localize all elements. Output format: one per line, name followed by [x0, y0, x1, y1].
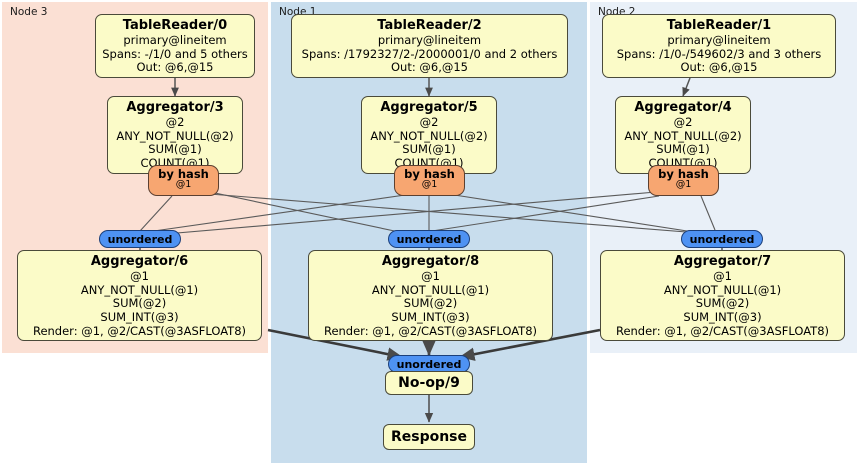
- router-title: by hash: [658, 167, 709, 181]
- processor-agg-1: ANY_NOT_NULL(@2): [370, 128, 488, 143]
- processor-table-reader-0[interactable]: TableReader/0 primary@lineitem Spans: -/…: [95, 14, 255, 78]
- processor-agg-2: SUM(@2): [695, 296, 750, 311]
- processor-title: TableReader/1: [666, 18, 772, 33]
- router-title: by hash: [404, 167, 455, 181]
- processor-group-cols: @1: [421, 269, 440, 284]
- processor-title: Response: [390, 429, 468, 445]
- synchronizer-unordered-node2[interactable]: unordered: [681, 230, 763, 248]
- router-by-hash-node1[interactable]: by hash @1: [394, 165, 465, 196]
- processor-title: TableReader/2: [377, 18, 482, 33]
- synchronizer-unordered-final[interactable]: unordered: [388, 355, 470, 373]
- processor-agg-1: ANY_NOT_NULL(@1): [80, 282, 199, 297]
- processor-aggregator-8[interactable]: Aggregator/8 @1 ANY_NOT_NULL(@1) SUM(@2)…: [308, 250, 553, 341]
- router-title: by hash: [158, 167, 209, 181]
- processor-table-reader-1[interactable]: TableReader/1 primary@lineitem Spans: /1…: [602, 14, 836, 78]
- processor-render: Render: @1, @2/CAST(@3ASFLOAT8): [32, 323, 247, 338]
- processor-title: No-op/9: [398, 375, 460, 391]
- synchronizer-unordered-node1[interactable]: unordered: [388, 230, 470, 248]
- processor-out: Out: @6,@15: [391, 60, 468, 75]
- processor-render: Render: @1, @2/CAST(@3ASFLOAT8): [323, 323, 538, 338]
- processor-group-cols: @2: [673, 115, 693, 130]
- processor-agg-2: SUM(@2): [403, 296, 458, 311]
- processor-table: primary@lineitem: [377, 33, 482, 48]
- router-column: @1: [675, 179, 692, 191]
- processor-title: Aggregator/6: [90, 254, 189, 269]
- processor-spans: Spans: /1/0-/549602/3 and 3 others: [616, 46, 822, 61]
- synchronizer-label: unordered: [107, 232, 173, 246]
- processor-aggregator-4[interactable]: Aggregator/4 @2 ANY_NOT_NULL(@2) SUM(@1)…: [615, 96, 751, 174]
- synchronizer-label: unordered: [689, 232, 755, 246]
- synchronizer-label: unordered: [396, 357, 462, 371]
- processor-agg-2: SUM(@1): [402, 142, 456, 157]
- processor-group-cols: @1: [713, 269, 732, 284]
- processor-agg-3: SUM_INT(@3): [683, 310, 762, 325]
- processor-agg-1: ANY_NOT_NULL(@2): [624, 128, 742, 143]
- router-by-hash-node2[interactable]: by hash @1: [648, 165, 719, 196]
- synchronizer-label: unordered: [396, 232, 462, 246]
- processor-title: Aggregator/4: [634, 100, 732, 115]
- processor-table: primary@lineitem: [123, 33, 227, 48]
- router-by-hash-node3[interactable]: by hash @1: [148, 165, 219, 196]
- processor-group-cols: @1: [130, 269, 149, 284]
- processor-title: TableReader/0: [122, 18, 228, 33]
- processor-agg-2: SUM(@1): [148, 142, 202, 157]
- processor-response[interactable]: Response: [383, 424, 475, 450]
- node-panel-label: Node 3: [10, 6, 48, 18]
- processor-agg-1: ANY_NOT_NULL(@2): [116, 128, 234, 143]
- processor-aggregator-5[interactable]: Aggregator/5 @2 ANY_NOT_NULL(@2) SUM(@1)…: [361, 96, 497, 174]
- processor-table-reader-2[interactable]: TableReader/2 primary@lineitem Spans: /1…: [291, 14, 568, 78]
- processor-out: Out: @6,@15: [136, 60, 214, 75]
- processor-aggregator-3[interactable]: Aggregator/3 @2 ANY_NOT_NULL(@2) SUM(@1)…: [107, 96, 243, 174]
- processor-out: Out: @6,@15: [680, 60, 758, 75]
- processor-aggregator-6[interactable]: Aggregator/6 @1 ANY_NOT_NULL(@1) SUM(@2)…: [17, 250, 262, 341]
- processor-table: primary@lineitem: [667, 33, 771, 48]
- synchronizer-unordered-node3[interactable]: unordered: [99, 230, 181, 248]
- processor-group-cols: @2: [165, 115, 185, 130]
- processor-agg-1: ANY_NOT_NULL(@1): [663, 282, 782, 297]
- processor-title: Aggregator/3: [126, 100, 224, 115]
- processor-render: Render: @1, @2/CAST(@3ASFLOAT8): [615, 323, 830, 338]
- processor-title: Aggregator/8: [381, 254, 480, 269]
- processor-no-op-9[interactable]: No-op/9: [385, 371, 473, 395]
- processor-group-cols: @2: [419, 115, 439, 130]
- processor-agg-2: SUM(@2): [112, 296, 167, 311]
- processor-agg-1: ANY_NOT_NULL(@1): [371, 282, 490, 297]
- processor-spans: Spans: -/1/0 and 5 others: [102, 46, 248, 61]
- processor-aggregator-7[interactable]: Aggregator/7 @1 ANY_NOT_NULL(@1) SUM(@2)…: [600, 250, 845, 341]
- processor-spans: Spans: /1792327/2-/2000001/0 and 2 other…: [301, 46, 558, 61]
- processor-title: Aggregator/5: [380, 100, 478, 115]
- router-column: @1: [421, 179, 438, 191]
- processor-agg-3: SUM_INT(@3): [100, 310, 179, 325]
- router-column: @1: [175, 179, 192, 191]
- processor-agg-3: SUM_INT(@3): [391, 310, 470, 325]
- processor-agg-2: SUM(@1): [656, 142, 710, 157]
- processor-title: Aggregator/7: [673, 254, 772, 269]
